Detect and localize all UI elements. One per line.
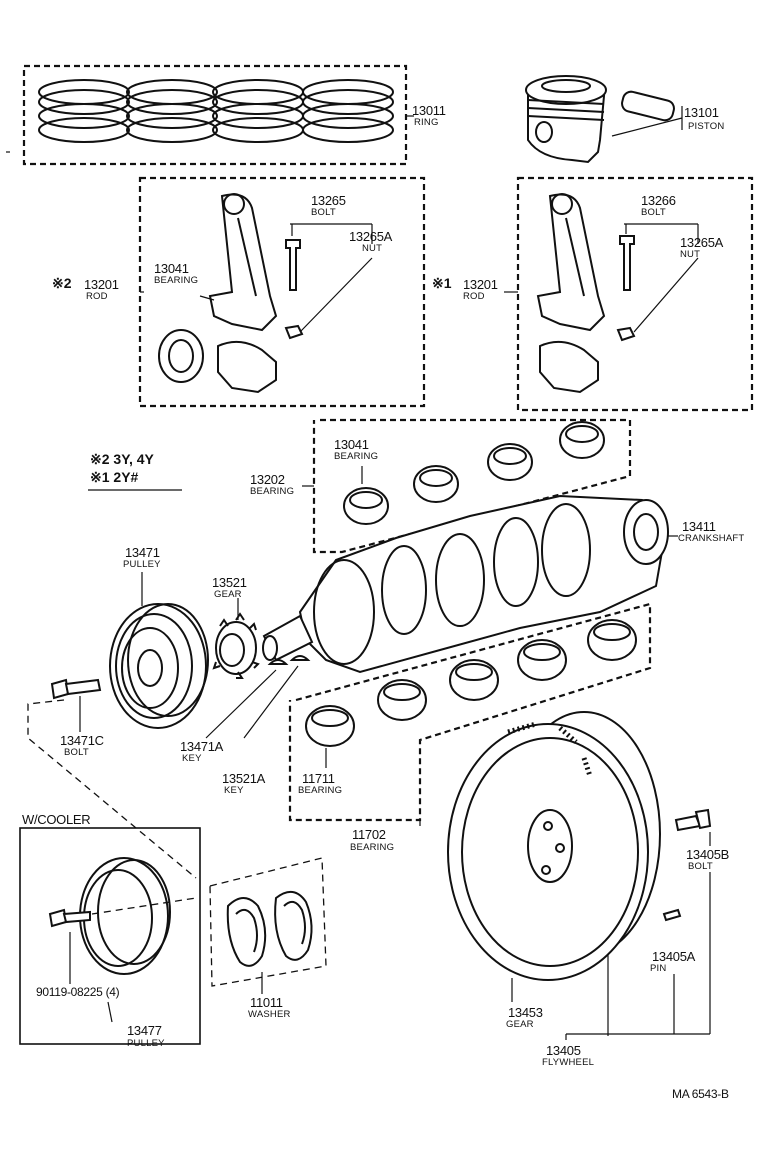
flywheel-number: 13405 bbox=[546, 1043, 581, 1058]
pulley-name: PULLEY bbox=[123, 559, 161, 570]
flywheel-pin-name: PIN bbox=[650, 963, 667, 974]
crankshaft-number: 13411 bbox=[682, 519, 716, 534]
pulley-key-name: KEY bbox=[182, 753, 202, 764]
washer-name: WASHER bbox=[248, 1009, 291, 1020]
thrust-washer-set bbox=[209, 857, 327, 994]
gear-number: 13521 bbox=[212, 575, 247, 590]
piston-part-number: 13101 bbox=[684, 105, 719, 120]
crankshaft-name: CRANKSHAFT bbox=[678, 533, 745, 544]
flywheel-drawing bbox=[447, 711, 712, 1040]
connecting-rod-right bbox=[504, 176, 754, 412]
main-bearing-upper-name: BEARING bbox=[334, 451, 379, 462]
ring-part-number: 13011 bbox=[412, 103, 446, 118]
piston-drawing bbox=[525, 75, 683, 164]
ring-gear-number: 13453 bbox=[508, 1005, 543, 1020]
rod-right-number: 13201 bbox=[463, 277, 498, 292]
main-bearing-set-number: 13202 bbox=[250, 472, 285, 487]
pulley-bolt-number: 13471C bbox=[60, 733, 104, 748]
cooler-bolt-number: 90119-08225 (4) bbox=[36, 985, 120, 999]
connecting-rod-left bbox=[138, 176, 426, 408]
cooler-pulley-box bbox=[19, 827, 201, 1045]
pulley-key-number: 13471A bbox=[180, 739, 224, 754]
lower-bearing-set-name: BEARING bbox=[350, 842, 395, 853]
rod-left-mark: ※2 bbox=[52, 275, 72, 291]
lower-bearing-name: BEARING bbox=[298, 785, 343, 796]
rod-nut-left-name: NUT bbox=[362, 243, 383, 254]
legend-mark2: ※2 3Y, 4Y bbox=[90, 451, 154, 467]
flywheel-name: FLYWHEEL bbox=[542, 1057, 595, 1068]
gear-name: GEAR bbox=[214, 589, 242, 600]
flywheel-pin-number: 13405A bbox=[652, 949, 696, 964]
diagram-code: MA 6543-B bbox=[672, 1087, 729, 1101]
rod-bolt-left-name: BOLT bbox=[311, 207, 336, 218]
washer-number: 11011 bbox=[250, 995, 283, 1010]
rod-bolt-left-number: 13265 bbox=[311, 193, 346, 208]
rod-bolt-right-number: 13266 bbox=[641, 193, 676, 208]
pulley-bolt-drawing bbox=[27, 678, 197, 879]
flywheel-bolt-name: BOLT bbox=[688, 861, 713, 872]
cooler-heading: W/COOLER bbox=[22, 812, 91, 827]
main-bearing-upper-number: 13041 bbox=[334, 437, 369, 452]
pulley-bolt-name: BOLT bbox=[64, 747, 89, 758]
gear-key-name: KEY bbox=[224, 785, 244, 796]
rod-nut-right-number: 13265A bbox=[680, 235, 724, 250]
crank-pulley-drawing bbox=[109, 572, 209, 729]
piston-part-name: PISTON bbox=[688, 121, 725, 132]
rod-left-name: ROD bbox=[86, 291, 108, 302]
rod-right-mark: ※1 bbox=[432, 275, 452, 291]
rod-bearing-left-name: BEARING bbox=[154, 275, 199, 286]
rod-nut-right-name: NUT bbox=[680, 249, 701, 260]
cooler-pulley-number: 13477 bbox=[127, 1023, 162, 1038]
main-bearing-set-name: BEARING bbox=[250, 486, 295, 497]
rod-left-number: 13201 bbox=[84, 277, 119, 292]
rod-nut-left-number: 13265A bbox=[349, 229, 393, 244]
cooler-pulley-name: PULLEY bbox=[127, 1038, 165, 1049]
gear-key-number: 13521A bbox=[222, 771, 266, 786]
rod-right-name: ROD bbox=[463, 291, 485, 302]
crankshaft-drawing bbox=[262, 494, 678, 674]
flywheel-bolt-number: 13405B bbox=[686, 847, 730, 862]
lower-bearing-set-number: 11702 bbox=[352, 827, 386, 842]
crank-gear-drawing bbox=[205, 598, 311, 739]
lower-bearing-number: 11711 bbox=[302, 771, 335, 786]
pulley-number: 13471 bbox=[125, 545, 160, 560]
rod-bearing-left-number: 13041 bbox=[154, 261, 189, 276]
ring-gear-name: GEAR bbox=[506, 1019, 534, 1030]
piston-ring-set bbox=[22, 64, 414, 166]
main-bearing-set-lower bbox=[288, 602, 652, 826]
legend-mark1: ※1 2Y# bbox=[90, 469, 139, 485]
rod-bolt-right-name: BOLT bbox=[641, 207, 666, 218]
ring-part-name: RING bbox=[414, 117, 439, 128]
